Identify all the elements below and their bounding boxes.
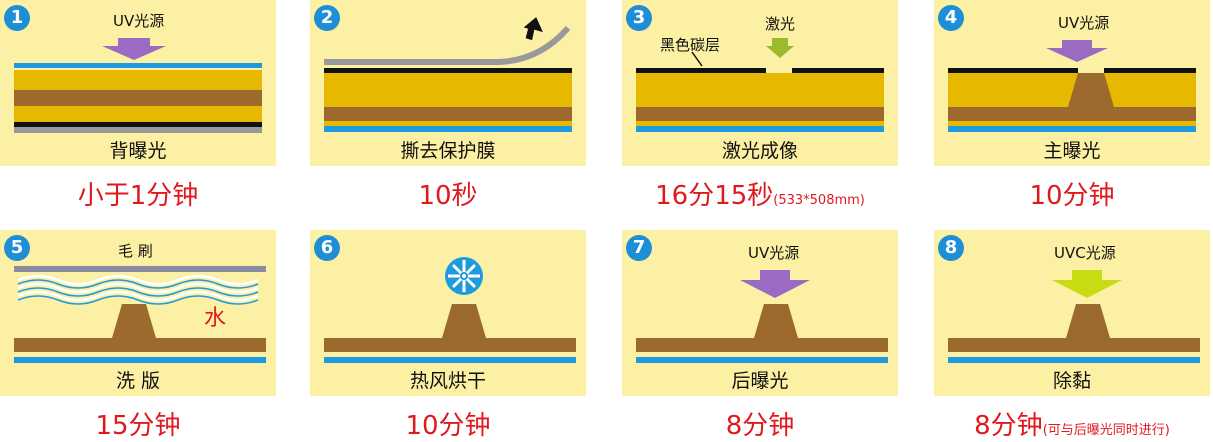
step-panel: 3 激光 黑色碳层 激光成像 xyxy=(622,0,898,166)
carbon-layer-label: 黑色碳层 xyxy=(660,36,721,54)
step-8: 8 UVC光源 除黏 8分钟(可与后曝光同时进行) xyxy=(934,230,1213,441)
uv-light-label: UV光源 xyxy=(113,12,165,30)
step-7: 7 UV光源 后曝光 8分钟 xyxy=(622,230,912,441)
step-panel: 8 UVC光源 除黏 xyxy=(934,230,1210,396)
time-value: 8分钟 xyxy=(725,411,795,441)
uvc-arrow-icon xyxy=(1052,270,1122,298)
layer-diagram xyxy=(324,17,572,132)
step-time: 小于1分钟 xyxy=(0,175,276,212)
layer-diagram xyxy=(948,270,1200,363)
step-panel: 2 撕去保护膜 xyxy=(310,0,586,166)
step-1: 1 UV光源 背曝光 小于1分钟 xyxy=(0,0,290,211)
time-value: 8分钟 xyxy=(974,411,1043,441)
uv-light-label: UV光源 xyxy=(1058,14,1110,32)
step-panel: 7 UV光源 后曝光 xyxy=(622,230,898,396)
time-value: 10分钟 xyxy=(1029,181,1115,211)
step-time: 15分钟 xyxy=(0,405,276,442)
uv-arrow-icon xyxy=(102,38,166,60)
step-time: 10秒 xyxy=(310,175,586,212)
step-time: 10分钟 xyxy=(934,175,1210,212)
step-panel: 5 毛 刷 水 洗 版 xyxy=(0,230,276,396)
uv-arrow-icon xyxy=(1046,40,1108,62)
step-label: 洗 版 xyxy=(115,370,161,392)
layer-diagram xyxy=(14,266,266,363)
step-panel: 6 热风烘干 xyxy=(310,230,586,396)
layer-diagram xyxy=(324,257,576,363)
step-label: 激光成像 xyxy=(721,140,798,162)
step-label: 后曝光 xyxy=(731,370,789,392)
step-number-badge: 8 xyxy=(938,235,964,261)
water-waves xyxy=(17,274,259,302)
step-label: 背曝光 xyxy=(109,140,167,162)
step-number-badge: 1 xyxy=(4,5,30,31)
step-4: 4 UV光源 主曝光 10分钟 xyxy=(934,0,1213,211)
step-number-badge: 2 xyxy=(314,5,340,31)
step-number-badge: 3 xyxy=(626,5,652,31)
step-label: 热风烘干 xyxy=(409,370,486,392)
water-label: 水 xyxy=(204,306,227,331)
step-3: 3 激光 黑色碳层 激光成像 16分15秒(533*508mm) xyxy=(622,0,912,211)
step-6: 6 热风烘干 10分钟 xyxy=(310,230,600,441)
uv-light-label: UV光源 xyxy=(748,244,800,262)
step-label: 主曝光 xyxy=(1043,140,1101,162)
step-panel: 4 UV光源 主曝光 xyxy=(934,0,1210,166)
brush-label: 毛 刷 xyxy=(118,242,153,260)
time-value: 15分钟 xyxy=(95,411,181,441)
layer-diagram xyxy=(14,38,262,133)
layer-diagram xyxy=(636,38,884,132)
step-number-badge: 6 xyxy=(314,235,340,261)
layer-diagram xyxy=(636,270,888,363)
step-panel: 1 UV光源 背曝光 xyxy=(0,0,276,166)
time-value: 10分钟 xyxy=(405,411,491,441)
time-value: 10秒 xyxy=(418,181,478,211)
peel-arrow-icon xyxy=(523,17,543,41)
fan-icon xyxy=(445,257,483,295)
step-number-badge: 7 xyxy=(626,235,652,261)
uv-arrow-icon xyxy=(740,270,810,298)
step-label: 除黏 xyxy=(1052,370,1091,392)
laser-label: 激光 xyxy=(765,15,796,33)
laser-arrow-icon xyxy=(766,38,794,58)
step-time: 8分钟 xyxy=(622,405,898,442)
brush-bar xyxy=(14,266,266,272)
step-label: 撕去保护膜 xyxy=(400,140,496,162)
step-5: 5 毛 刷 水 洗 版 15分钟 xyxy=(0,230,290,441)
step-number-badge: 5 xyxy=(4,235,30,261)
step-number-badge: 4 xyxy=(938,5,964,31)
uvc-light-label: UVC光源 xyxy=(1054,244,1116,262)
step-2: 2 撕去保护膜 10秒 xyxy=(310,0,600,211)
step-time: 8分钟(可与后曝光同时进行) xyxy=(934,405,1210,442)
time-note: (533*508mm) xyxy=(773,193,865,208)
step-time: 10分钟 xyxy=(310,405,586,442)
layer-diagram xyxy=(948,40,1196,132)
time-value: 小于1分钟 xyxy=(77,181,199,211)
step-time: 16分15秒(533*508mm) xyxy=(622,175,898,212)
time-value: 16分15秒 xyxy=(655,181,774,211)
time-note: (可与后曝光同时进行) xyxy=(1042,423,1170,438)
